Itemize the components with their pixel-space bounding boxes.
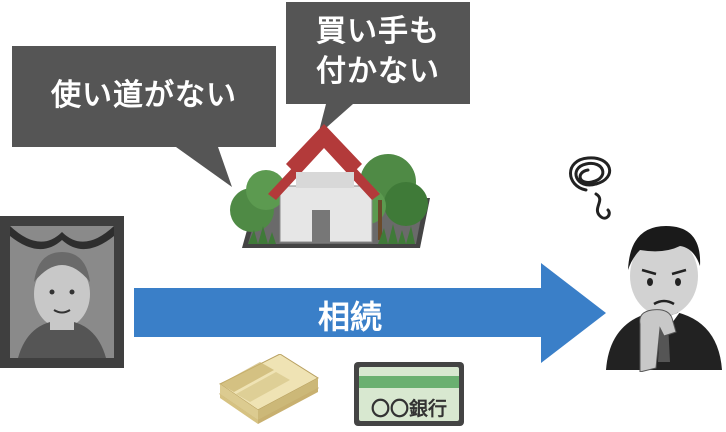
bubble-left-text: 使い道がない: [51, 78, 237, 113]
portrait-icon: [0, 216, 124, 368]
worried-man-icon: [606, 226, 722, 372]
bank-card-label: 〇〇銀行: [370, 398, 447, 420]
money-bundle-icon: [219, 354, 319, 424]
house-icon: [230, 124, 430, 248]
bank-card-icon: [354, 362, 464, 426]
bubble-right-line2: 付かない: [316, 54, 440, 89]
bubble-right-line1: 買い手も: [316, 14, 440, 49]
arrow-label: 相続: [317, 298, 382, 336]
tangled-thought-icon: [569, 156, 612, 220]
